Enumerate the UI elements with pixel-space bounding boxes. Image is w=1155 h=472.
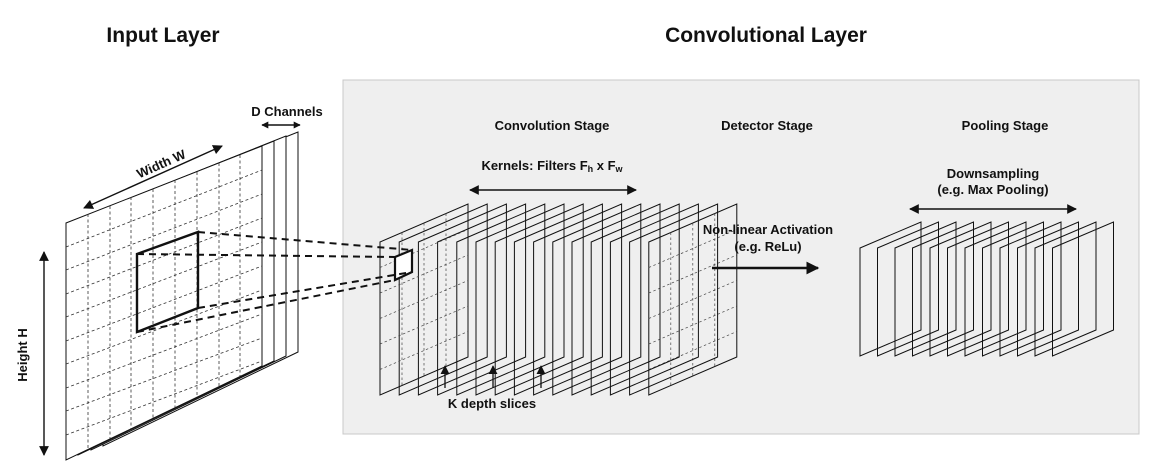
projection-lines (136, 231, 413, 333)
convolution-stage-heading: Convolution Stage (495, 118, 610, 133)
pooling-slices (859, 221, 1114, 357)
conv-slice (571, 203, 661, 396)
pooling-stage-heading: Pooling Stage (962, 118, 1049, 133)
depth-label: K depth slices (448, 396, 536, 411)
conv-slice (609, 203, 699, 396)
pool-slice (912, 221, 974, 357)
width-arrow (83, 145, 223, 209)
pooling-label-line2: (e.g. Max Pooling) (937, 182, 1048, 197)
pool-slice (1017, 221, 1079, 357)
pool-slice (894, 221, 957, 357)
conv-slice (379, 203, 469, 396)
detector-stage-heading: Detector Stage (721, 118, 813, 133)
channels-label: D Channels (251, 104, 323, 119)
activation-label-line2: (e.g. ReLu) (734, 239, 801, 254)
conv-slice (629, 203, 719, 396)
conv-slice (513, 203, 603, 396)
kernels-label: Kernels: Filters Fh x Fw (481, 158, 623, 174)
conv-slice (417, 203, 507, 396)
width-label: Width W (134, 146, 188, 181)
conv-slice (590, 203, 680, 396)
activation-label-line1: Non-linear Activation (703, 222, 833, 237)
pool-slice (859, 221, 922, 357)
conv-slice (648, 203, 738, 396)
conv-layer-title: Convolutional Layer (665, 24, 867, 47)
conv-slice (475, 203, 565, 396)
pool-slice (964, 221, 1027, 357)
conv-slice (494, 203, 584, 396)
pool-slice (947, 221, 1009, 357)
input-layer-title: Input Layer (106, 24, 219, 47)
pool-slice (877, 221, 939, 357)
pool-slice (982, 221, 1044, 357)
height-label: Height H (15, 328, 30, 381)
input-volume (65, 131, 299, 461)
conv-layer-panel (342, 79, 1140, 435)
depth-arrows (440, 365, 546, 388)
input-channel-front (65, 145, 263, 461)
conv-slice (533, 203, 623, 396)
convolution-slices (379, 203, 738, 396)
pooling-label-line1: Downsampling (947, 166, 1040, 181)
pool-slice (999, 221, 1062, 357)
conv-slice (456, 203, 546, 396)
pool-slice (1052, 221, 1114, 357)
pool-slice (1034, 221, 1097, 357)
conv-slice (437, 203, 527, 396)
conv-slice (552, 203, 642, 396)
conv-slice (398, 203, 488, 396)
pool-slice (929, 221, 992, 357)
